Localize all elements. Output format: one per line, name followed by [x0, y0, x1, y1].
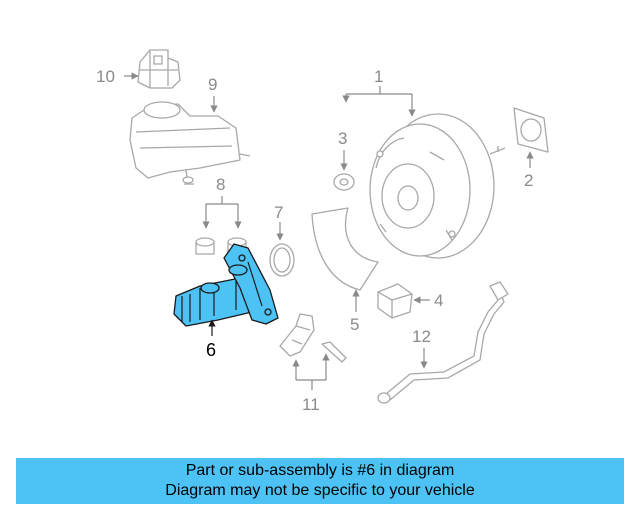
heat-shield-part-5[interactable] [311, 207, 379, 291]
bracket-part-4[interactable] [377, 283, 413, 319]
brake-booster-part-1[interactable] [369, 113, 506, 259]
callout-10: 10 [96, 67, 115, 86]
callout-9: 9 [208, 75, 217, 94]
grommet-part-3[interactable] [333, 173, 355, 191]
o-ring-part-7[interactable] [269, 243, 295, 277]
banner-line-1: Part or sub-assembly is #6 in diagram [185, 462, 455, 479]
gasket-part-2[interactable] [513, 107, 549, 153]
parts-diagram: 10 9 1 3 2 8 7 4 5 12 11 6 [96, 49, 549, 414]
callout-8: 8 [216, 175, 225, 194]
reservoir-cap-part-10[interactable] [137, 49, 181, 89]
callout-12: 12 [412, 327, 431, 346]
reservoir-part-9[interactable] [129, 101, 251, 185]
callout-6: 6 [206, 340, 216, 360]
callout-3: 3 [338, 129, 347, 148]
master-cylinder-part-6[interactable] [173, 243, 279, 327]
callout-11: 11 [302, 395, 320, 414]
callout-4: 4 [434, 291, 443, 310]
info-banner: Part or sub-assembly is #6 in diagram Di… [16, 458, 624, 504]
callout-1: 1 [374, 67, 383, 86]
callout-2: 2 [524, 171, 533, 190]
vacuum-hose-part-12[interactable] [377, 281, 509, 404]
banner-line-2: Diagram may not be specific to your vehi… [165, 482, 475, 499]
callout-5: 5 [350, 315, 359, 334]
callout-7: 7 [274, 203, 283, 222]
leader-lines [124, 72, 534, 390]
sensor-part-11[interactable] [279, 313, 347, 363]
